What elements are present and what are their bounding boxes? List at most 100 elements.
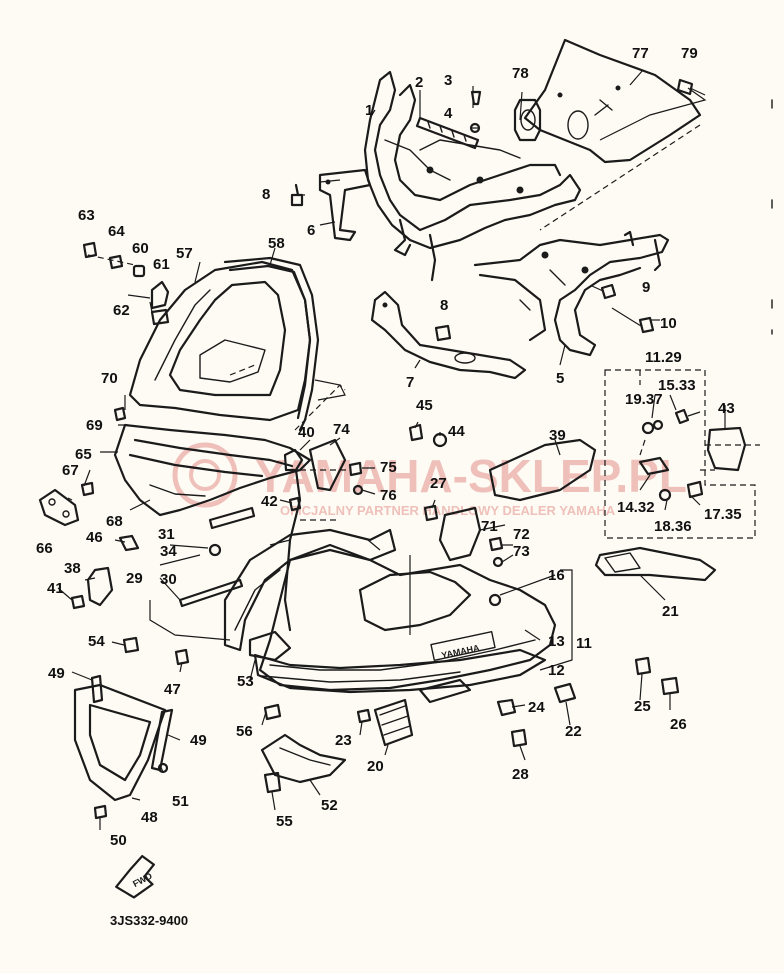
label-part-78: 78 [512, 65, 529, 82]
part-labels: 2 1 3 4 5 6 7 8 8 9 10 11 11.29 12 13 14… [36, 45, 742, 849]
label-part-11-29: 11.29 [645, 349, 682, 366]
label-part-76: 76 [380, 487, 397, 504]
label-part-2: 2 [415, 74, 423, 91]
label-part-20: 20 [367, 758, 384, 775]
label-part-25: 25 [634, 698, 651, 715]
label-part-72: 72 [513, 526, 530, 543]
part-79-bolt [676, 78, 706, 96]
part-54-bolt [122, 636, 140, 654]
label-part-42: 42 [261, 493, 278, 510]
part-65-upper-cowl [113, 423, 312, 517]
part-2-strip [415, 116, 480, 150]
label-part-15-33: 15.33 [658, 377, 696, 394]
label-part-71: 71 [481, 518, 498, 535]
part-8b-bolt [434, 324, 452, 342]
label-part-8b: 8 [440, 297, 448, 314]
part-18-36-nut [658, 488, 672, 502]
label-part-70: 70 [101, 370, 118, 387]
part-24-grommet [496, 698, 517, 717]
part-53-bracket [248, 630, 292, 662]
label-part-60: 60 [132, 240, 149, 257]
label-part-56: 56 [236, 723, 253, 740]
part-42-bolt [288, 496, 302, 512]
label-part-74: 74 [333, 421, 350, 438]
label-part-54: 54 [88, 633, 105, 650]
part-60-grommet [132, 264, 146, 278]
label-part-23: 23 [335, 732, 352, 749]
part-70-screw [113, 406, 127, 422]
label-part-18-36: 18.36 [654, 518, 692, 535]
part-19-37-grommet [641, 419, 664, 435]
watermark-subtitle: OFICJALNY PARTNER HANDLOWY DEALER YAMAHA [280, 503, 616, 518]
part-48-grille [73, 683, 167, 802]
label-part-21: 21 [662, 603, 679, 620]
label-part-40: 40 [298, 424, 315, 441]
part-58-trim [223, 256, 320, 432]
label-part-43: 43 [718, 400, 735, 417]
part-12-lower-panel [253, 648, 547, 694]
label-part-68: 68 [106, 513, 123, 530]
label-part-4: 4 [444, 105, 453, 122]
label-part-57: 57 [176, 245, 193, 262]
part-50-screw [93, 804, 108, 820]
part-38-mirror [86, 566, 114, 607]
label-part-31: 31 [158, 526, 175, 543]
label-part-11: 11 [576, 635, 592, 652]
part-55-clip [263, 771, 282, 794]
part-17-35-bolt [686, 480, 704, 499]
label-part-30: 30 [160, 571, 177, 588]
watermark-title: YAMAHA-SKLEP.PL [255, 450, 687, 502]
label-part-27: 27 [430, 475, 447, 492]
label-part-7: 7 [406, 374, 414, 391]
part-31-pad [208, 506, 256, 530]
label-part-39: 39 [549, 427, 566, 444]
part-16-grommet [488, 593, 502, 607]
part-47-bolt [174, 648, 190, 666]
label-part-22: 22 [565, 723, 582, 740]
label-part-64: 64 [108, 223, 125, 240]
label-part-14-32: 14.32 [617, 499, 655, 516]
part-43-cap [706, 426, 747, 472]
label-part-8a: 8 [262, 186, 270, 203]
label-part-50: 50 [110, 832, 127, 849]
part-73-nut [492, 556, 504, 568]
part-13-side-cowl: YAMAHA [258, 543, 557, 692]
part-74-mirror [308, 438, 347, 492]
label-part-45: 45 [416, 397, 433, 414]
label-part-51: 51 [172, 793, 189, 810]
label-part-19-37: 19.37 [625, 391, 663, 408]
part-6-bracket [318, 168, 372, 242]
label-part-49a: 49 [48, 665, 65, 682]
fwd-arrow-icon: FWD [115, 854, 155, 899]
part-14-32-bracket [638, 456, 670, 476]
part-66-plate [38, 488, 80, 527]
part-63-bolt [82, 241, 98, 259]
part-23-screw [356, 708, 372, 724]
label-part-16: 16 [548, 567, 565, 584]
part-21-air-duct [594, 546, 717, 582]
label-part-6: 6 [307, 222, 315, 239]
label-part-67: 67 [62, 462, 79, 479]
label-part-73: 73 [513, 543, 530, 560]
part-71-mirror [438, 506, 482, 562]
label-part-38: 38 [64, 560, 81, 577]
part-34-grommet [208, 543, 222, 557]
part-52-bracket [260, 733, 347, 784]
part-64-nut [108, 254, 124, 270]
label-part-5: 5 [556, 370, 564, 387]
reference-code: 3JS332-9400 [110, 913, 188, 928]
label-part-12: 12 [548, 662, 565, 679]
part-9-bolt [591, 283, 617, 300]
label-part-34: 34 [160, 543, 177, 560]
part-1-main-stay [363, 70, 582, 282]
part-56-clip [263, 703, 282, 721]
watermark: YAMAHA-SKLEP.PL OFICJALNY PARTNER HANDLO… [172, 442, 687, 518]
part-15-33-screw [674, 408, 701, 425]
label-part-69: 69 [86, 417, 103, 434]
label-part-28: 28 [512, 766, 529, 783]
label-part-75: 75 [380, 459, 397, 476]
label-part-26: 26 [670, 716, 687, 733]
part-61-clip [150, 280, 170, 310]
part-28-bolt [510, 728, 528, 748]
part-27-screw [423, 504, 439, 522]
